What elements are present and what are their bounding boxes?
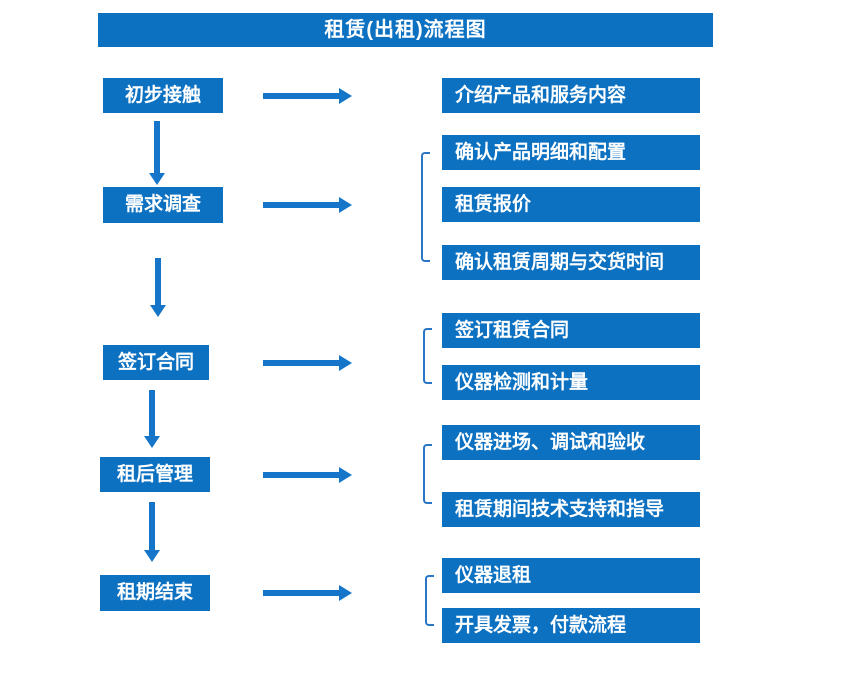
step-node-sign-contract: 签订合同 <box>103 345 209 380</box>
output-node: 介绍产品和服务内容 <box>442 78 700 113</box>
group-bracket-icon <box>423 444 432 504</box>
page-title: 租赁(出租)流程图 <box>324 19 487 41</box>
output-node: 仪器检测和计量 <box>442 365 700 400</box>
output-node: 租赁报价 <box>442 187 700 222</box>
down-arrow-icon <box>154 121 160 173</box>
down-arrow-icon <box>149 390 155 436</box>
output-node: 确认租赁周期与交货时间 <box>442 245 700 280</box>
output-node: 确认产品明细和配置 <box>442 135 700 170</box>
step-node-initial-contact: 初步接触 <box>103 78 223 113</box>
down-arrow-icon <box>155 258 161 305</box>
right-arrow-icon <box>263 93 339 99</box>
step-node-demand-survey: 需求调查 <box>103 187 223 223</box>
step-node-rental-end: 租期结束 <box>100 575 210 611</box>
output-node: 开具发票，付款流程 <box>442 608 700 643</box>
output-node: 仪器退租 <box>442 558 700 593</box>
group-bracket-icon <box>423 328 432 384</box>
output-node: 租赁期间技术支持和指导 <box>442 492 700 527</box>
output-node: 签订租赁合同 <box>442 313 700 348</box>
output-node: 仪器进场、调试和验收 <box>442 425 700 460</box>
step-node-post-rental-mgmt: 租后管理 <box>100 457 210 492</box>
right-arrow-icon <box>263 472 339 478</box>
title-bar: 租赁(出租)流程图 <box>98 13 713 47</box>
group-bracket-icon <box>421 152 430 262</box>
group-bracket-icon <box>425 575 434 626</box>
right-arrow-icon <box>263 590 339 596</box>
right-arrow-icon <box>263 202 339 208</box>
right-arrow-icon <box>263 360 339 366</box>
down-arrow-icon <box>149 502 155 550</box>
